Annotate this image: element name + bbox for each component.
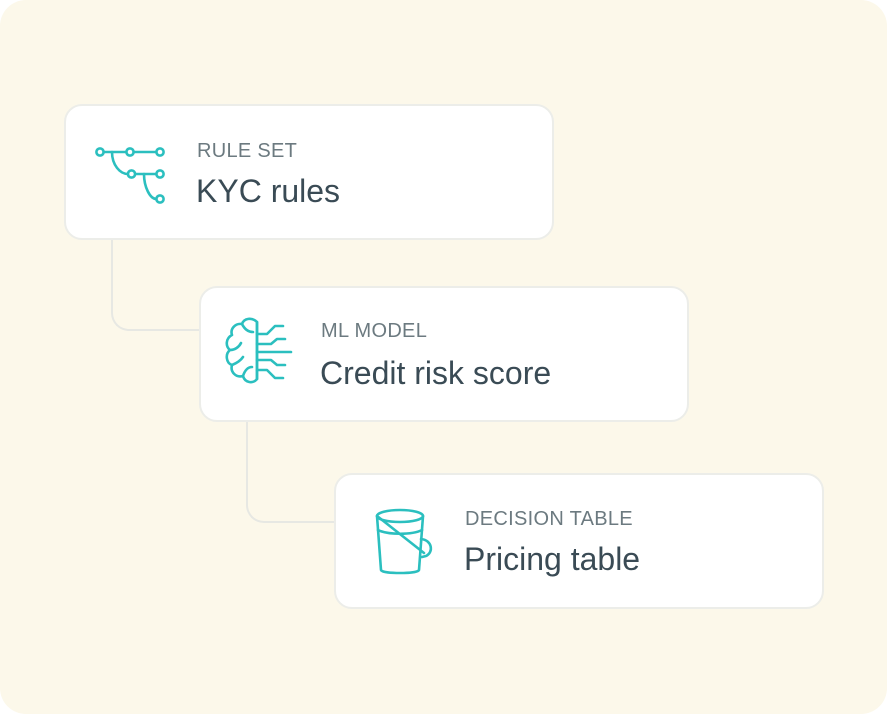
rule-set-card[interactable]: RULE SET KYC rules [64,104,554,240]
node-kind-label: RULE SET [197,140,298,162]
decision-table-card[interactable]: DECISION TABLE Pricing table [334,473,824,609]
branching-rules-icon [92,133,172,213]
node-name: Pricing table [464,541,641,577]
ml-model-card[interactable]: ML MODEL Credit risk score [199,286,689,422]
node-name: Credit risk score [320,355,552,391]
node-kind-label: DECISION TABLE [465,508,633,530]
brain-network-icon [219,312,299,392]
connector-model-to-table [246,419,338,523]
connector-rules-to-model [111,238,203,331]
bucket-icon [366,502,446,582]
node-name: KYC rules [196,173,341,209]
node-kind-label: ML MODEL [321,320,428,342]
